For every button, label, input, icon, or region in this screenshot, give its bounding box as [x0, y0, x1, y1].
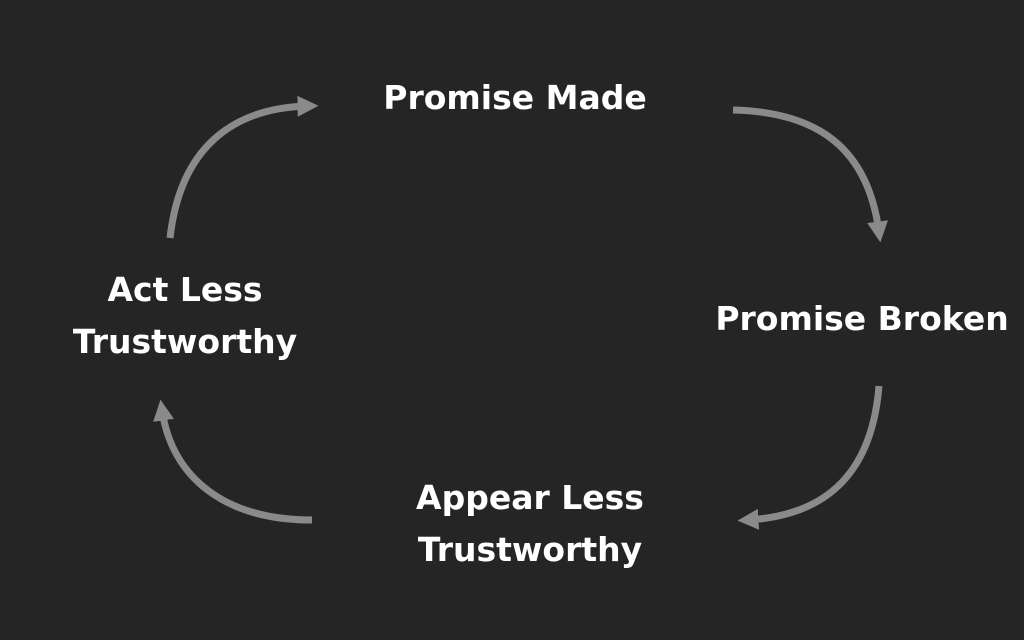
node-act-less-trustworthy: Act Less Trustworthy	[40, 264, 330, 368]
arrow-made-to-broken	[732, 106, 889, 243]
node-appear-label-line-1: Appear Less	[416, 478, 644, 517]
node-act-label-line-1: Act Less	[107, 270, 263, 309]
node-promise-made: Promise Made	[340, 72, 690, 124]
node-act-label-line-2: Trustworthy	[72, 322, 298, 361]
node-appear-label-line-2: Trustworthy	[417, 530, 643, 569]
node-appear-less-trustworthy: Appear Less Trustworthy	[380, 472, 680, 576]
arrow-act-to-made	[166, 95, 319, 239]
node-promise-broken-label: Promise Broken	[715, 299, 1009, 338]
node-promise-broken: Promise Broken	[700, 293, 1024, 345]
arrow-appear-to-act	[153, 399, 313, 524]
node-promise-made-label: Promise Made	[383, 78, 647, 117]
arrow-broken-to-appear	[737, 385, 883, 530]
